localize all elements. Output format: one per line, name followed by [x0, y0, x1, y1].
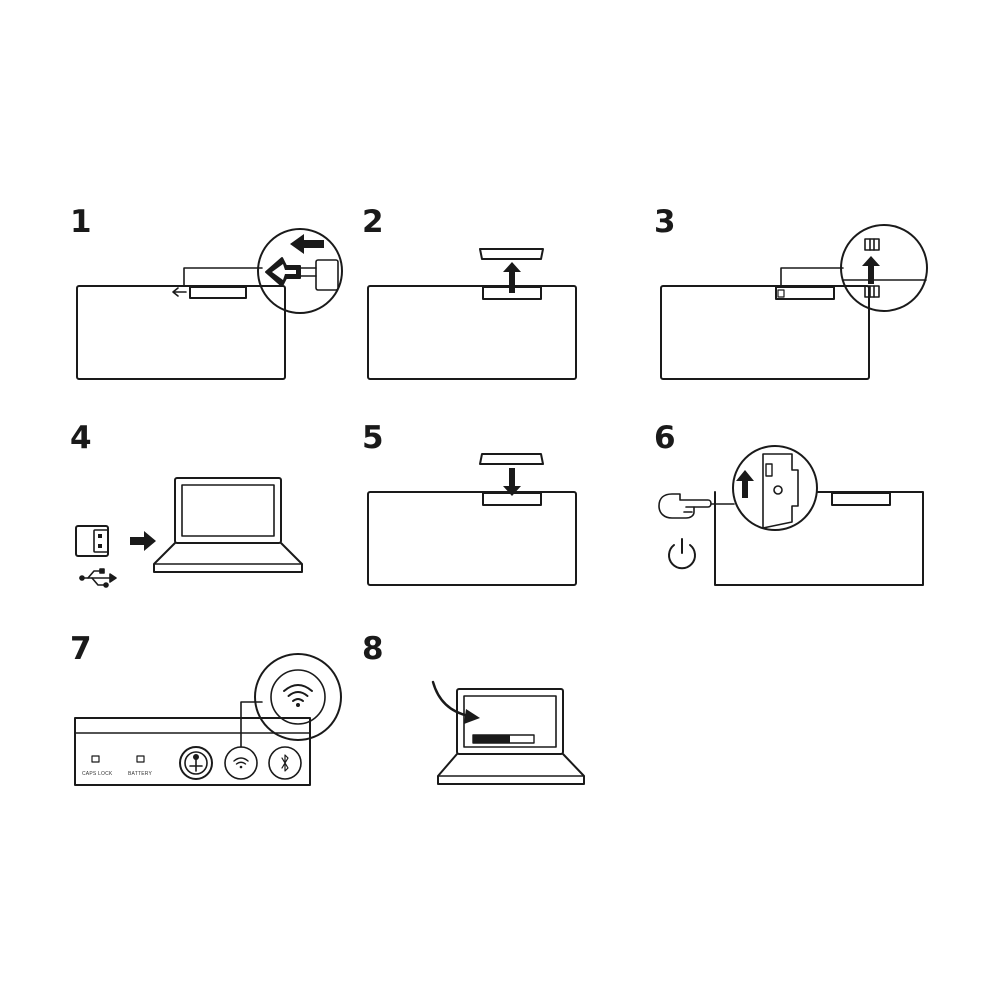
- arrow-up-icon: [862, 256, 880, 284]
- battery-light: [136, 755, 145, 763]
- step-8-illustration: [431, 680, 585, 785]
- step-number-8: 8: [362, 631, 384, 667]
- step-number-7: 7: [70, 631, 92, 667]
- usb-icon: [79, 568, 117, 588]
- arrow-left-icon: [290, 234, 324, 254]
- step-7-illustration: [74, 653, 342, 786]
- arrow-up-icon: [736, 470, 754, 498]
- easy-switch-button[interactable]: [179, 746, 213, 780]
- bluetooth-connect-button[interactable]: [268, 746, 302, 780]
- caps-lock-light: [91, 755, 100, 763]
- callout-line: [780, 267, 844, 287]
- zoom-circle: [732, 445, 818, 531]
- curved-arrow-icon: [431, 680, 471, 718]
- step-3-illustration: [660, 224, 928, 380]
- hand-pointer-icon: [658, 493, 712, 519]
- step-2-illustration: [367, 248, 577, 380]
- laptop: [153, 477, 303, 573]
- zoom-circle: [254, 653, 342, 741]
- arrow-right-icon: [130, 531, 156, 551]
- step-number-3: 3: [654, 204, 676, 240]
- keyboard-underside: [660, 285, 870, 380]
- battery-label: BATTERY: [128, 771, 152, 777]
- battery-slot: [775, 286, 835, 300]
- step-number-2: 2: [362, 204, 384, 240]
- receiver-slot: [831, 492, 891, 506]
- battery-icon: [864, 238, 880, 251]
- battery-icon: [864, 285, 880, 298]
- receiver-slot: [189, 286, 247, 299]
- keyboard-edge-panel: [74, 717, 311, 786]
- step-number-1: 1: [70, 204, 92, 240]
- usb-receiver: [75, 525, 109, 557]
- battery-cover: [479, 248, 544, 260]
- arrow-down-icon: [503, 468, 521, 496]
- power-icon: [668, 538, 696, 570]
- progress-bar: [472, 734, 535, 744]
- caps-lock-label: CAPS LOCK: [82, 771, 113, 777]
- keyboard-underside: [367, 491, 577, 586]
- keyboard-underside: [76, 285, 286, 380]
- laptop: [437, 688, 585, 785]
- receiver-plug: [315, 259, 339, 291]
- step-number-4: 4: [70, 420, 92, 456]
- battery-cover: [479, 453, 544, 465]
- wifi-icon: [233, 757, 249, 765]
- wifi-connect-button[interactable]: [224, 746, 258, 780]
- bluetooth-icon: [281, 754, 289, 772]
- arrow-up-icon: [503, 262, 521, 293]
- step-4-illustration: [75, 477, 303, 588]
- step-6-illustration: [658, 445, 924, 586]
- step-number-6: 6: [654, 420, 676, 456]
- keyboard-underside: [367, 285, 577, 380]
- step-number-5: 5: [362, 420, 384, 456]
- zoom-circle: [257, 228, 343, 314]
- keyboard-underside: [714, 491, 924, 586]
- step-1-illustration: [76, 228, 343, 380]
- zoom-circle: [840, 224, 928, 312]
- callout-line: [240, 701, 263, 748]
- wifi-icon: [283, 684, 313, 702]
- arrow-left-icon: [172, 287, 187, 297]
- step-5-illustration: [367, 453, 577, 586]
- callout-line: [183, 267, 263, 287]
